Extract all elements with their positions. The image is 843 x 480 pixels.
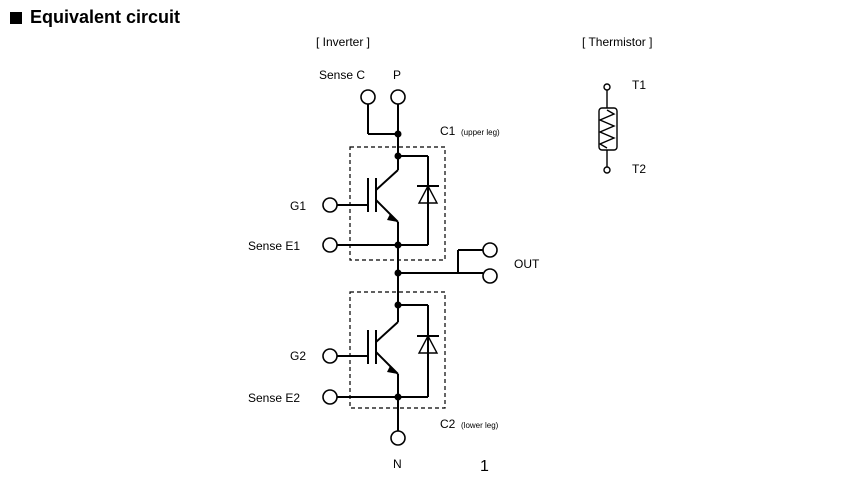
label-t2: T2 [632,162,646,176]
thermistor-section-label: [ Thermistor ] [582,35,653,49]
label-sense-e1: Sense E1 [248,239,300,253]
lower-leg-module [349,291,446,409]
label-g2: G2 [290,349,306,363]
terminal-sense-e2 [322,389,398,405]
heading-title: Equivalent circuit [30,7,181,27]
label-c1: C1 [440,124,456,138]
label-c2-note: (lower leg) [461,421,499,430]
terminal-sense-c [360,89,376,134]
inverter-section-label: [ Inverter ] [316,35,371,49]
label-t1: T1 [632,78,646,92]
label-n: N [393,457,402,471]
page-heading: Equivalent circuit [10,7,180,28]
terminal-n [390,397,406,446]
label-out: OUT [514,257,540,271]
label-sense-c: Sense C [319,68,365,82]
label-c2: C2 [440,417,456,431]
thermistor-symbol [598,83,618,174]
terminal-out [398,242,498,284]
terminal-g2 [322,348,352,364]
terminal-sense-e1 [322,237,398,253]
upper-leg-module [349,146,446,261]
terminal-g1 [322,197,352,213]
label-sense-e2: Sense E2 [248,391,300,405]
label-p: P [393,68,401,82]
label-g1: G1 [290,199,306,213]
heading-bullet-icon [10,11,22,24]
label-c1-note: (upper leg) [461,128,500,137]
page-number: 1 [480,458,489,475]
terminal-p [390,89,406,134]
